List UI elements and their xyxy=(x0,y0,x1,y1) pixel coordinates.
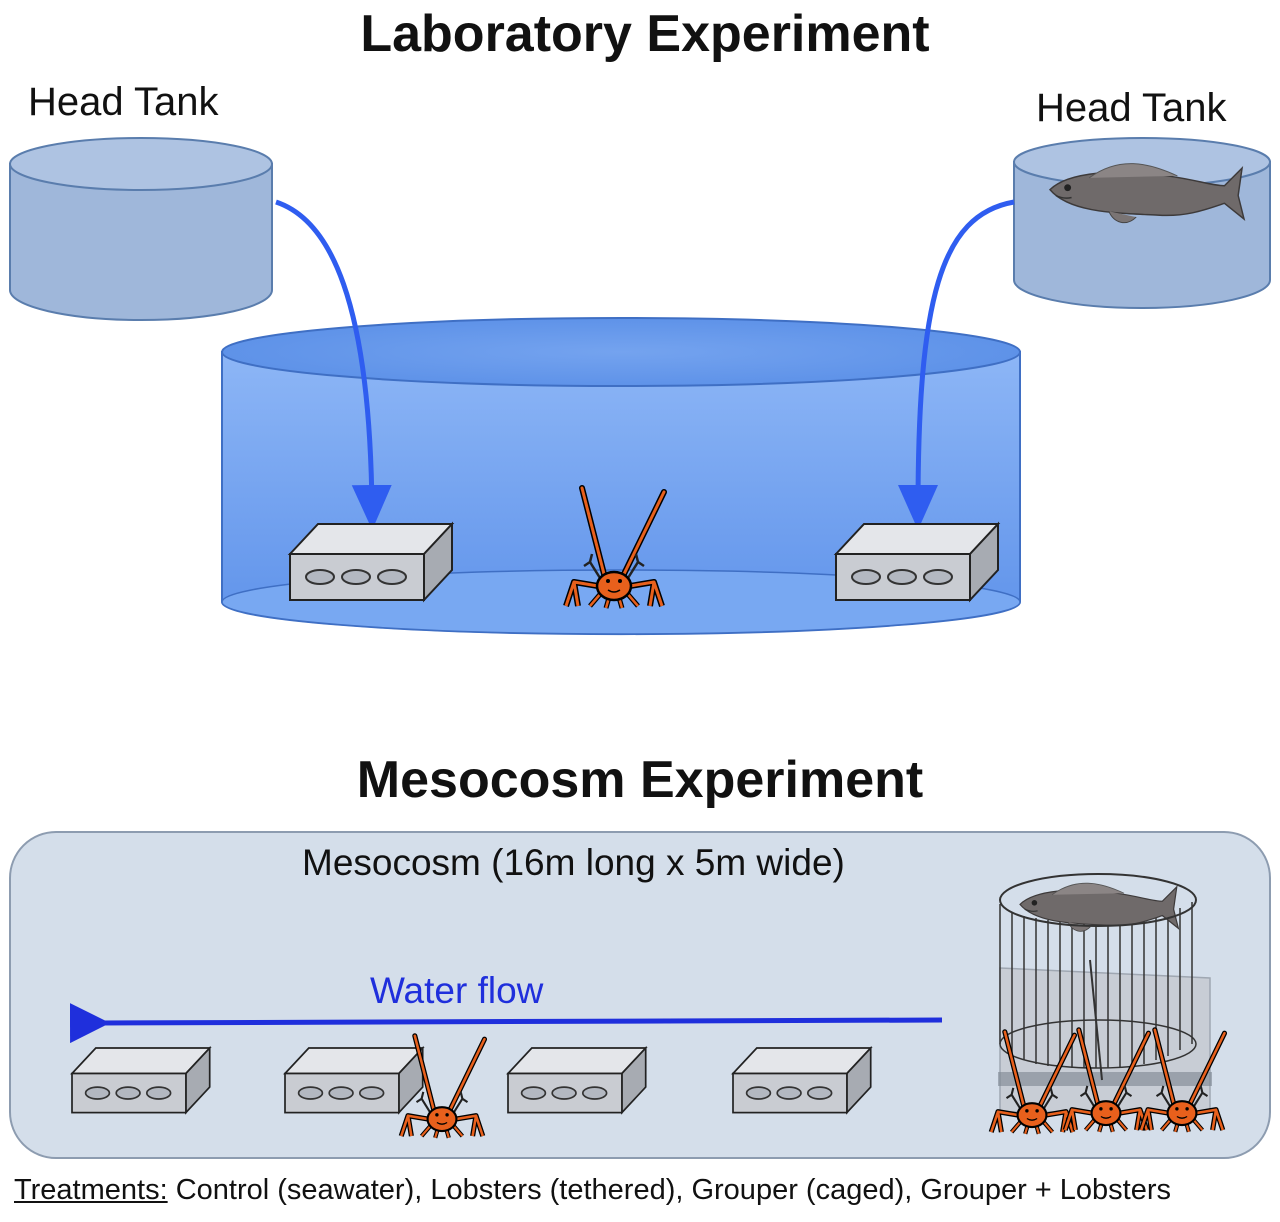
water-flow-arrow xyxy=(69,1003,943,1044)
shelter-box xyxy=(71,1047,211,1114)
mesocosm-size-label: Mesocosm (16m long x 5m wide) xyxy=(302,842,845,883)
cage-icon xyxy=(998,873,1212,1113)
water-flow-label: Water flow xyxy=(370,970,544,1011)
head-tank-left-label: Head Tank xyxy=(28,80,219,124)
shelter-box xyxy=(284,1047,424,1114)
treatments-line: Treatments: Control (seawater), Lobsters… xyxy=(14,1174,1171,1207)
shelter-box xyxy=(289,523,453,601)
head-tank-right xyxy=(1013,137,1271,309)
treatments-list: Control (seawater), Lobsters (tethered),… xyxy=(167,1174,1172,1206)
shelter-box xyxy=(507,1047,647,1114)
inflow-arrow-right xyxy=(898,199,1015,530)
head-tank-left xyxy=(9,137,273,321)
meso-title: Mesocosm Experiment xyxy=(356,751,924,809)
treatments-heading: Treatments: xyxy=(14,1174,168,1206)
inflow-arrow-left xyxy=(275,199,392,530)
head-tank-right-label: Head Tank xyxy=(1036,86,1227,130)
lab-title: Laboratory Experiment xyxy=(360,5,930,63)
shelter-box xyxy=(732,1047,872,1114)
shelter-box xyxy=(835,523,999,601)
